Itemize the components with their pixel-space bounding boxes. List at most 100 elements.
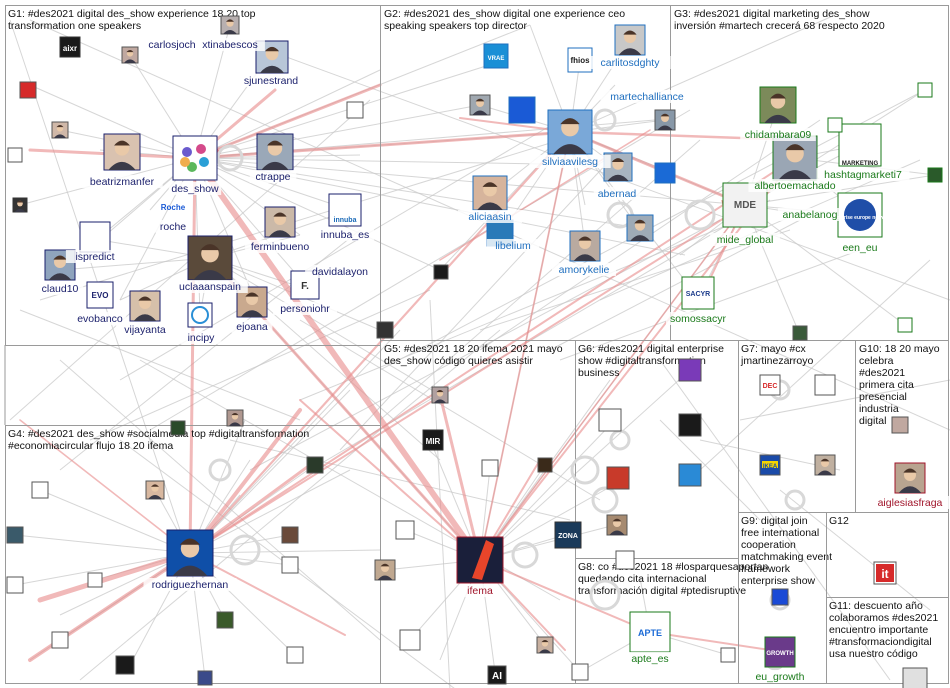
node-label-4[interactable]: des_show <box>171 183 219 195</box>
forbes-avatar[interactable] <box>376 321 394 339</box>
node-label-14[interactable]: vijayanta <box>124 324 166 336</box>
node-label-25[interactable]: chidambara09 <box>745 129 812 141</box>
ispredict-avatar[interactable] <box>79 221 111 253</box>
user-avatar-24[interactable] <box>431 386 449 404</box>
user-avatar-28[interactable] <box>12 197 28 213</box>
g8-logo-avatar[interactable] <box>571 663 589 681</box>
node-label-3[interactable]: beatrizmanfer <box>90 176 155 188</box>
g8-small-avatar[interactable] <box>615 550 635 570</box>
node-label-20[interactable]: silviaavilesg <box>542 156 598 168</box>
node-label-17[interactable]: personiohr <box>280 303 330 315</box>
square-avatar[interactable] <box>7 147 23 163</box>
node-label-9[interactable]: uclaaanspain <box>179 281 241 293</box>
node-label-13[interactable]: evobanco <box>77 313 123 325</box>
node-label-36[interactable]: aiglesiasfraga <box>878 497 943 509</box>
g4-small-avatar[interactable] <box>927 167 943 183</box>
node-label-21[interactable]: abernad <box>598 188 637 200</box>
g6-d-avatar[interactable] <box>678 413 702 437</box>
node-label-22[interactable]: aliciaasin <box>468 211 511 223</box>
g3-logo-avatar-8[interactable] <box>306 456 324 474</box>
node-label-5[interactable]: ctrappe <box>255 171 290 183</box>
node-label-2[interactable]: sjunestrand <box>244 75 298 87</box>
user-avatar-2[interactable] <box>255 40 289 74</box>
dec-avatar[interactable] <box>759 374 781 396</box>
eu-growth-avatar[interactable] <box>764 636 796 668</box>
node-label-30[interactable]: een_eu <box>842 242 877 254</box>
user-avatar-18[interactable] <box>626 214 654 242</box>
g6-triangle-avatar[interactable] <box>678 358 702 382</box>
user-avatar-20[interactable] <box>121 46 139 64</box>
user-avatar-16[interactable] <box>606 514 628 536</box>
g3-logo-avatar-9[interactable] <box>6 526 24 544</box>
rodriguezhernan-avatar[interactable] <box>166 529 214 577</box>
user-avatar-11[interactable] <box>614 24 646 56</box>
user-avatar-21[interactable] <box>220 15 240 35</box>
node-label-32[interactable]: rodriguezhernan <box>152 579 229 591</box>
user-avatar-4[interactable] <box>129 290 161 322</box>
somossacyr-avatar[interactable] <box>681 276 715 310</box>
g5-logo-avatar-2[interactable] <box>395 520 415 540</box>
node-label-16[interactable]: ejoana <box>236 321 268 333</box>
user-avatar-22[interactable] <box>654 109 676 131</box>
user-avatar-6[interactable] <box>44 249 76 281</box>
g3-logo-avatar[interactable] <box>31 481 49 499</box>
vrae-avatar[interactable] <box>483 43 509 69</box>
user-avatar-13[interactable] <box>759 86 797 124</box>
g11-avatar[interactable] <box>902 667 928 688</box>
g6-star-avatar[interactable] <box>678 463 702 487</box>
node-label-28[interactable]: anabelanog <box>783 209 838 221</box>
uclaaanspain-avatar[interactable] <box>187 235 233 281</box>
g3-logo-avatar-10[interactable] <box>281 526 299 544</box>
user-avatar-14[interactable] <box>894 462 926 494</box>
dark-square-avatar[interactable] <box>433 264 449 280</box>
g8-logo-avatar-2[interactable] <box>720 647 736 663</box>
user-avatar-23[interactable] <box>469 94 491 116</box>
g5-logo-avatar-3[interactable] <box>399 629 421 651</box>
user-avatar-17[interactable] <box>145 480 165 500</box>
small-green-avatar-2[interactable] <box>917 82 933 98</box>
small-green-avatar-3[interactable] <box>897 317 913 333</box>
node-label-23[interactable]: libelium <box>495 240 531 252</box>
g3-logo-avatar-5[interactable] <box>281 556 299 574</box>
aixr-avatar[interactable] <box>59 36 81 58</box>
node-label-1[interactable]: xtinabescos <box>202 39 257 51</box>
node-label-6[interactable]: roche <box>160 221 186 233</box>
m-avatar[interactable] <box>115 655 135 675</box>
node-label-26[interactable]: albertoemachado <box>754 180 835 192</box>
g3-logo-avatar-2[interactable] <box>6 576 24 594</box>
mir-avatar[interactable] <box>422 429 444 451</box>
node-label-10[interactable]: ferminbueno <box>251 241 310 253</box>
node-label-27[interactable]: hashtagmarketi7 <box>824 169 902 181</box>
red-badge-avatar[interactable] <box>19 81 37 99</box>
node-label-12[interactable]: davidalayon <box>312 266 368 278</box>
user-avatar-1[interactable] <box>256 133 294 171</box>
g5-logo-avatar[interactable] <box>481 459 499 477</box>
node-label-35[interactable]: eu_growth <box>755 671 804 683</box>
node-label-8[interactable]: claud10 <box>42 283 79 295</box>
evobanco-avatar[interactable] <box>86 281 114 309</box>
hashtagmarketi7-avatar[interactable] <box>838 123 882 167</box>
user-avatar-8[interactable] <box>472 175 508 211</box>
small-dark-avatar[interactable] <box>792 325 808 341</box>
g3-logo-avatar-4[interactable] <box>51 631 69 649</box>
node-label-31[interactable]: somossacyr <box>670 313 727 325</box>
user-avatar-9[interactable] <box>569 230 601 262</box>
g10-person-avatar[interactable] <box>891 416 909 434</box>
user-avatar-12[interactable] <box>772 135 818 181</box>
user-avatar-26[interactable] <box>536 636 554 654</box>
user-avatar-25[interactable] <box>374 559 396 581</box>
node-label-34[interactable]: apte_es <box>631 653 668 665</box>
node-label-0[interactable]: carlosjoch <box>148 39 195 51</box>
user-avatar-3[interactable] <box>264 206 296 238</box>
g3-logo-avatar-3[interactable] <box>87 572 103 588</box>
small-green-avatar[interactable] <box>827 117 843 133</box>
number-two-avatar[interactable] <box>654 162 676 184</box>
node-label-11[interactable]: innuba_es <box>321 229 369 241</box>
des-show-avatar[interactable] <box>172 135 218 181</box>
user-avatar-15[interactable] <box>814 454 836 476</box>
a-logo-avatar[interactable] <box>346 101 364 119</box>
g6-logo-avatar[interactable] <box>598 408 622 432</box>
g3-logo-avatar-12[interactable] <box>197 670 213 686</box>
user-avatar-5[interactable] <box>236 286 268 318</box>
node-label-24[interactable]: amorykelie <box>559 264 610 276</box>
